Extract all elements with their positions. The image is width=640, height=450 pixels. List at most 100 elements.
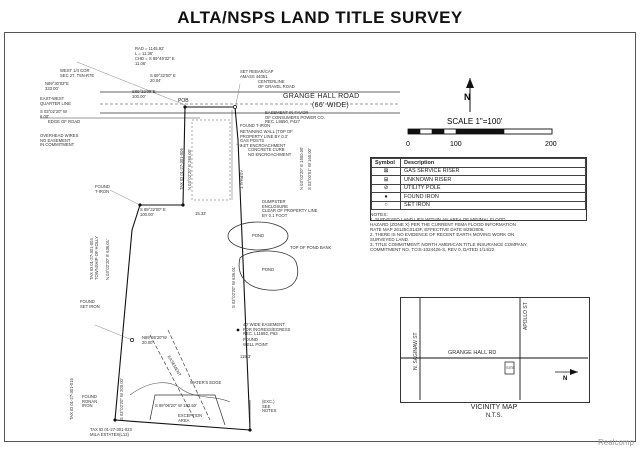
label-retaining-wall: RETAINING WALL (TOP OF PROPERTY LINE BY … [240,129,293,139]
label-found-well: FOUND WELL POINT [243,337,269,347]
legend-row: ● FOUND IRON [371,192,586,202]
label-found-set-iron: FOUND SET IRON [80,299,100,309]
found-iron-marker [138,203,142,207]
legend-header-row: Symbol Description [371,158,586,168]
legend-row: ⊘ UTILITY POLE [371,183,586,193]
label-exception-area: EXCEPTION AREA [178,413,203,423]
note-line: 2. THERE IS NO EVIDENCE OF RECENT EARTH … [370,232,515,238]
pond-2 [238,250,298,291]
label-vertical-meas-d: N 03°02'20" E 1500.00' [299,146,304,190]
label-n89-bearing: N89°30'03"E 333.00' [45,81,69,91]
legend-row: ○ SET IRON [371,200,586,210]
label-tax-id-bottom: TAX ID 01-27-301-023 MILA ESTATES(L12) [90,427,132,437]
legend-table: Symbol Description ⊠ GAS SERVICE RISER ⊞… [371,158,586,210]
survey-notes: NOTES: 1. SURVEYED LAND LIES WITHIN AN A… [370,213,610,253]
label-edge-of-road: EDGE OF ROAD [48,119,81,124]
vicinity-site-label: SITE [506,365,515,370]
easement-line [167,329,211,421]
label-overhead-wires: OVERHEAD WIRES NO EASEMENT IN COMMITMENT [40,133,79,148]
curve-chd-len: 11.06' [135,61,146,66]
road-width: (66' WIDE) [312,102,350,109]
label-number-b: 115.3' [240,354,251,359]
note-line: 1. SURVEYED LAND LIES WITHIN AN AREA OF … [370,217,506,223]
label-pond-1: POND [252,233,265,238]
legend-header-symbol: Symbol [371,158,401,168]
notes-heading: NOTES: [370,213,388,218]
note-line: RATE MAP 26125C0143F, EFFECTIVE DATE 9/2… [370,227,485,233]
vicinity-site-box [504,361,515,375]
label-east-west-quarter: EAST-WEST QUARTER LINE [40,96,71,106]
set-iron-marker [233,105,237,109]
label-easement-consumers: EASEMENT IN FAVOR OF CONSUMERS POWER CO.… [265,110,325,125]
utility-pole-icon: ⊘ [371,183,401,193]
label-found-iron-a: FOUND T-IRON [240,123,271,128]
label-vertical-tax-a: TAX ID 01-27-301-006 [179,148,184,190]
property-south-line [114,419,251,431]
label-asphalt: ASPHALT [239,170,244,189]
label-s89-bearing-b: S89°32'00"E 100.00' [132,89,156,99]
vicinity-north-arrow [555,369,578,375]
survey-sheet [4,32,636,442]
scale-tick-0: 0 [406,141,410,148]
found-iron-marker [181,203,185,207]
label-dumpster: DUMPSTER ENCLOSURE CLEAR OF PROPERTY LIN… [262,199,318,218]
unknown-riser-icon: ⊞ [371,175,401,185]
label-set-rebar: SET REBAR/CAP AMASS 44051 [240,69,274,79]
label-vertical-meas-a: N 03°02'20" E 260.00' [187,149,192,190]
leader-found-iron [109,189,141,206]
survey-title: ALTA/NSPS LAND TITLE SURVEY [177,8,463,27]
legend-header-description: Description [400,158,586,168]
scale-bar [407,128,553,135]
label-ingress-easement: 40' WIDE EASEMENT FOR INGRESS/EGRESS REC… [243,322,291,337]
leader-found-set-iron [94,324,133,341]
label-n89-bearing-b: N89°26'20"W 20.00' [142,335,167,345]
label-found-tiron: FOUND T-IRON [95,184,110,194]
label-pond-2: POND [262,267,275,272]
symbol-legend: Symbol Description ⊠ GAS SERVICE RISER ⊞… [370,157,587,221]
vicinity-road-apollo: APOLLO ST [523,302,529,330]
found-iron-marker [248,428,252,432]
found-iron-marker [183,105,187,109]
gas-riser-icon: ⊠ [371,166,401,176]
leader-curb [235,143,247,148]
vicinity-map-scale: N.T.S. [485,413,503,419]
legend-desc: UTILITY POLE [400,183,586,193]
leader-rebar [235,83,241,105]
curve-chd: CHD = S 89°49'32" E [135,56,175,61]
label-s89-bearing-d: S 89°06'20" W 183.50' [155,403,197,408]
north-arrow [466,78,474,112]
vicinity-north-label: N [563,376,567,382]
scale-tick-100: 100 [450,141,462,148]
label-found-ronan: FOUND RONAN IRON [82,394,98,409]
found-iron-icon: ● [371,192,401,202]
vicinity-map [400,297,590,403]
curve-rad: RAD = 1145.92' [135,46,165,51]
label-west-quarter-cor: WEST 1/4 COR SEC 27, T5N-R7E [60,68,95,78]
label-s89-bearing-a: S 89°32'00" E 20.04' [150,73,176,83]
property-east-line [185,106,251,431]
set-iron-icon: ○ [371,200,401,210]
exception-area-outline [149,394,226,426]
vicinity-road-saginaw: N. SAGINAW ST [413,332,419,370]
curve-len: L = 11.36' [135,51,153,56]
label-vertical-tax-b: TAX ID 01-27-301-004 TOWNSHIP OF HOLLY [89,236,99,280]
label-waters-edge: WATER'S EDGE [190,380,222,385]
vicinity-map-title: VICINITY MAP [470,404,518,411]
label-s03-long: S 03°02'20" W 636.01' [231,266,236,308]
legend-row: ⊞ UNKNOWN RISER [371,175,586,185]
legend-desc: FOUND IRON [400,192,586,202]
label-concrete-curb: CONCRETE CURB NO ENCROACHMENT [248,147,292,157]
leader-curve [76,61,186,106]
realcomp-watermark: Realcomp [597,438,634,447]
label-number-a: 15.33' [195,211,207,216]
pond-1 [227,221,289,251]
vicinity-road-grange: GRANGE HALL RD [448,350,497,356]
legend-desc: SET IRON [400,200,586,210]
label-vertical-meas-e: S 03°00'51" W 165.00' [307,148,312,190]
note-line: COMMITMENT NO. TCIS-1024426-S, REV 0, DA… [370,246,496,252]
found-iron-marker [113,418,117,422]
label-vertical-meas-b: N 03°02'20" E 636.01' [105,239,110,280]
north-label: N [464,92,471,102]
road-name: GRANGE HALL ROAD [283,93,360,100]
